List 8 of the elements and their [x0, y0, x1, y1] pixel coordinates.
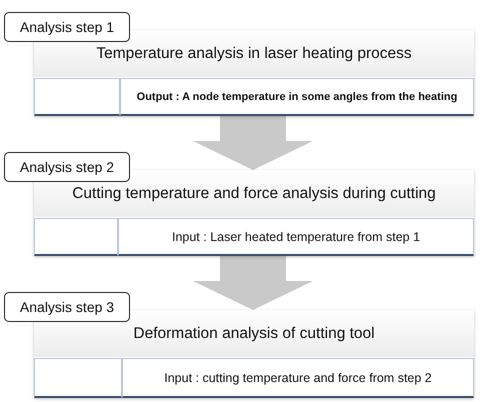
- table-cell: Input : Laser heated temperature from step 1: [118, 218, 474, 256]
- block-arrow: [193, 116, 313, 170]
- table-cell: [34, 78, 120, 116]
- table-cell: Output : A node temperature in some angles from the heating: [120, 78, 474, 116]
- block-arrow: [193, 256, 313, 310]
- table-cell: Input : cutting temperature and force from step 2: [122, 358, 474, 398]
- table-cell: [34, 218, 118, 256]
- table-cell: [34, 358, 122, 398]
